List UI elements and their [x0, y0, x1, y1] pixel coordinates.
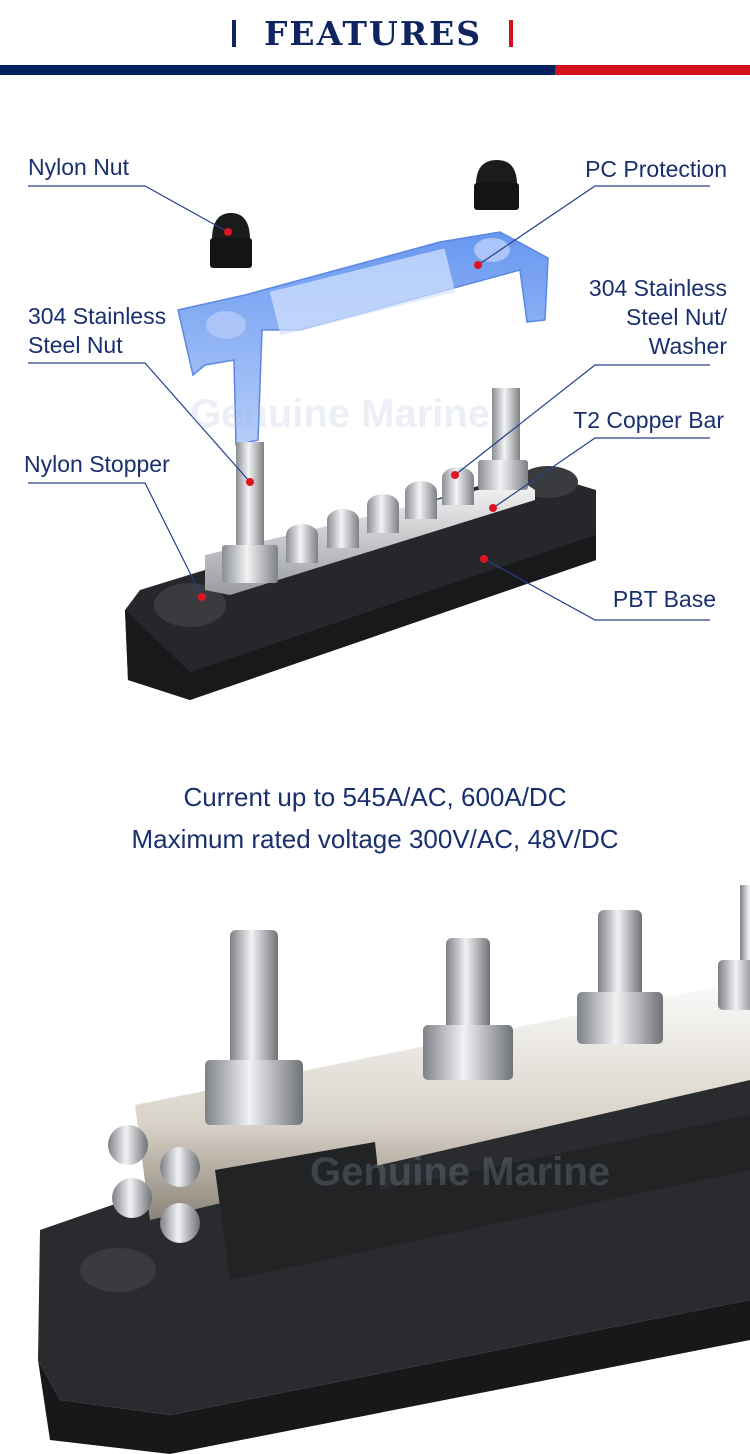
label-steel-nut-washer: 304 Stainless Steel Nut/ Washer — [589, 274, 727, 361]
label-steel-nut-left: 304 Stainless Steel Nut — [28, 302, 166, 360]
leader-lines — [28, 185, 710, 621]
t2-copper-bar — [205, 480, 535, 595]
spec-current: Current up to 545A/AC, 600A/DC — [183, 782, 567, 812]
closeup-screws — [108, 1125, 200, 1243]
nylon-nut-right — [474, 160, 519, 210]
header-accent-right — [509, 20, 513, 47]
spec-voltage: Maximum rated voltage 300V/AC, 48V/DC — [131, 824, 619, 854]
exploded-product-illustration — [28, 160, 710, 700]
closeup-studs — [205, 885, 750, 1125]
header-rule-blue — [0, 65, 555, 75]
closeup-watermark: Genuine Marine — [310, 1150, 611, 1194]
stainless-stud-left — [222, 442, 278, 583]
pc-protection-cover — [177, 231, 549, 446]
label-t2-copper-bar: T2 Copper Bar — [573, 407, 724, 433]
label-nylon-stopper: Nylon Stopper — [24, 451, 170, 477]
label-line: Washer — [648, 333, 727, 359]
watermark: Genuine Marine — [190, 392, 491, 436]
page-title: FEATURES — [264, 14, 483, 53]
callout-dots — [198, 228, 497, 601]
features-header: FEATURES — [0, 0, 750, 78]
label-line: Steel Nut/ — [626, 304, 727, 330]
stainless-stud-right — [478, 388, 528, 490]
label-nylon-nut: Nylon Nut — [28, 154, 129, 180]
nylon-nut-left — [210, 213, 252, 268]
label-pbt-base: PBT Base — [612, 586, 716, 612]
terminal-screws — [286, 467, 474, 563]
label-line: Steel Nut — [28, 332, 123, 358]
label-line: 304 Stainless — [28, 303, 167, 329]
label-line: 304 Stainless — [588, 275, 727, 301]
closeup-product-photo — [38, 885, 750, 1454]
header-rule-red — [555, 65, 750, 75]
label-pc-protection: PC Protection — [585, 156, 727, 182]
header-accent-left — [232, 20, 236, 47]
